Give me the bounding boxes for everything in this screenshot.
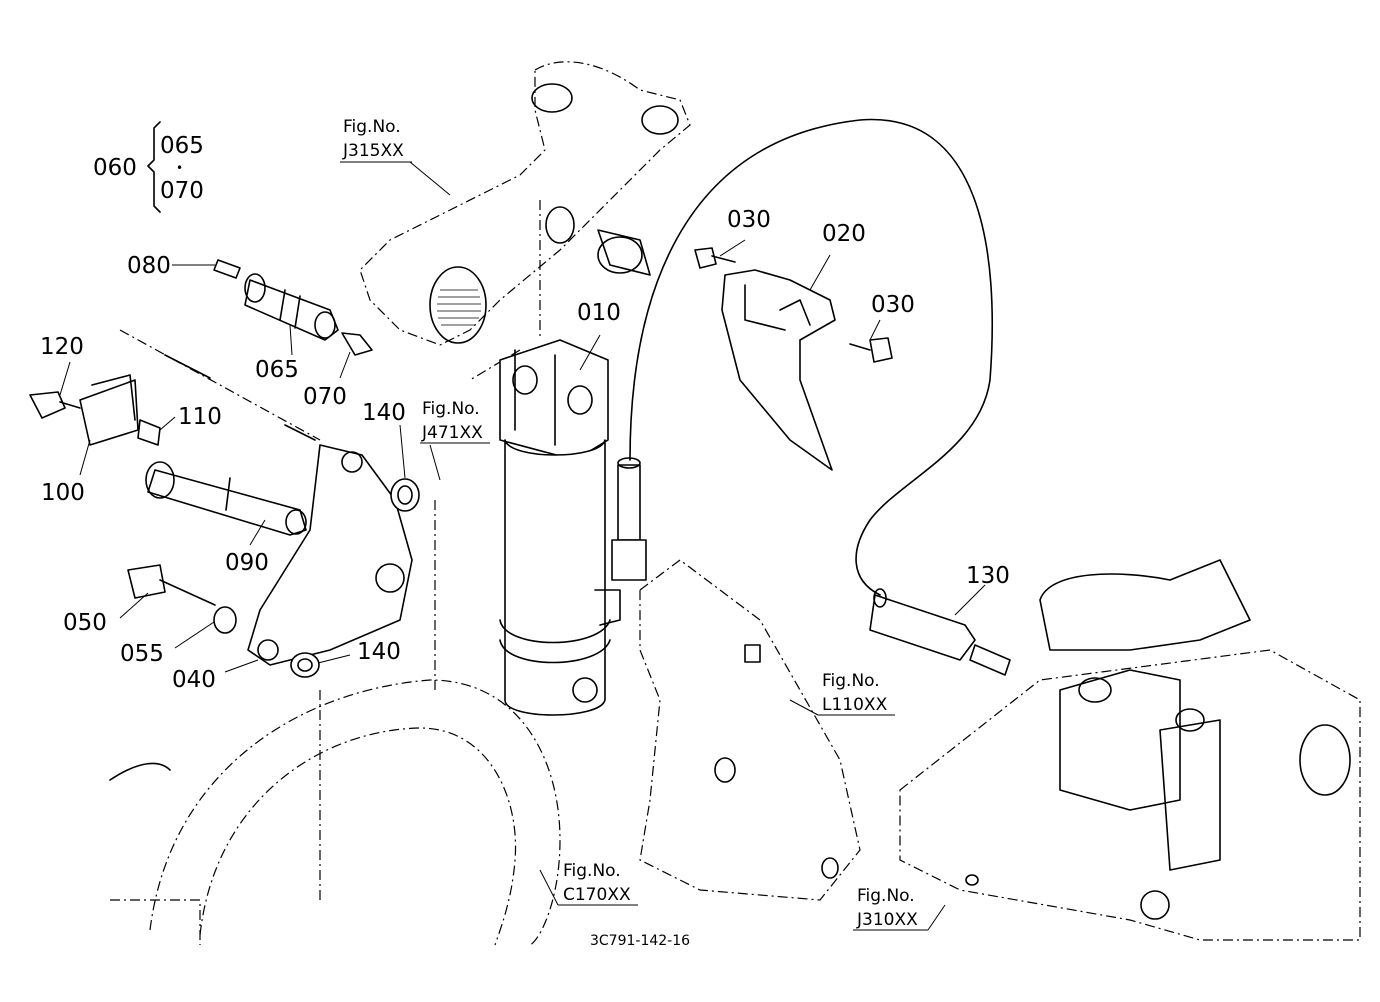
fig-ref-j310-line2: J310XX (856, 910, 918, 930)
hydraulic-hose-drawing (611, 118, 994, 596)
bushing-140-top (390, 478, 420, 512)
label-030-right: 030 (871, 292, 915, 318)
label-065: 065 (255, 357, 299, 383)
pin-assembly-065 (244, 273, 339, 341)
label-130: 130 (966, 563, 1010, 589)
fig-ref-j315[interactable]: Fig.No. J315XX (342, 117, 404, 161)
bolt-120 (29, 391, 81, 419)
fig-ref-c170-line2: C170XX (563, 885, 631, 905)
label-050: 050 (63, 610, 107, 636)
label-100: 100 (41, 480, 85, 506)
bolt-050 (127, 564, 216, 606)
fig-ref-j471-line2: J471XX (421, 423, 483, 443)
pin-090 (145, 461, 307, 536)
bushing-140-bottom (290, 652, 320, 678)
label-020: 020 (822, 221, 866, 247)
part-labels: 060 065 • 070 080 065 070 010 020 030 03… (40, 133, 1010, 693)
bolt-030-right (849, 337, 893, 363)
grease-fitting-110 (137, 419, 161, 446)
grease-nipple-080 (213, 259, 241, 279)
fig-ref-j310[interactable]: Fig.No. J310XX (856, 886, 918, 930)
fig-ref-l110[interactable]: Fig.No. L110XX (822, 671, 888, 715)
label-010: 010 (577, 300, 621, 326)
drawing-code: 3C791-142-16 (590, 933, 690, 949)
label-070-group: 070 (160, 178, 204, 204)
fig-ref-c170[interactable]: Fig.No. C170XX (563, 861, 631, 905)
threaded-rod (119, 329, 321, 441)
label-140-bottom: 140 (357, 639, 401, 665)
elbow-fitting-070 (341, 332, 373, 356)
label-110: 110 (178, 404, 222, 430)
cover-bracket-drawing (721, 269, 836, 471)
fig-ref-l110-line2: L110XX (822, 695, 888, 715)
fig-ref-c170-line1: Fig.No. (563, 861, 621, 881)
label-070: 070 (303, 384, 347, 410)
washer-055 (213, 606, 237, 634)
fig-ref-j315-line2: J315XX (342, 141, 404, 161)
label-040: 040 (172, 667, 216, 693)
label-120: 120 (40, 334, 84, 360)
lift-arm-drawing (359, 61, 691, 381)
side-plate-l110 (639, 559, 861, 901)
figure-references: Fig.No. J315XX Fig.No. J471XX Fig.No. L1… (342, 117, 918, 930)
fig-ref-j310-line1: Fig.No. (857, 886, 915, 906)
transmission-housing-c170 (109, 500, 561, 946)
quick-coupler-130 (869, 588, 1011, 676)
lift-cylinder-drawing (499, 339, 621, 716)
label-055: 055 (120, 641, 164, 667)
fig-ref-j315-line1: Fig.No. (343, 117, 401, 137)
fig-ref-j471[interactable]: Fig.No. J471XX (421, 399, 483, 443)
bracket-100 (79, 374, 139, 446)
support-plate-040 (247, 444, 413, 666)
label-140-top: 140 (362, 400, 406, 426)
leader-lines (59, 161, 986, 931)
label-group-dot: • (176, 161, 183, 175)
label-090: 090 (225, 550, 269, 576)
label-065-group: 065 (160, 133, 204, 159)
fig-ref-l110-line1: Fig.No. (822, 671, 880, 691)
label-060: 060 (93, 155, 137, 181)
group-bracket (147, 121, 161, 213)
fig-ref-j471-line1: Fig.No. (422, 399, 480, 419)
label-080: 080 (127, 253, 171, 279)
bolt-030-top (694, 247, 736, 269)
label-030-top: 030 (727, 207, 771, 233)
hydraulic-block-j310 (899, 559, 1361, 941)
